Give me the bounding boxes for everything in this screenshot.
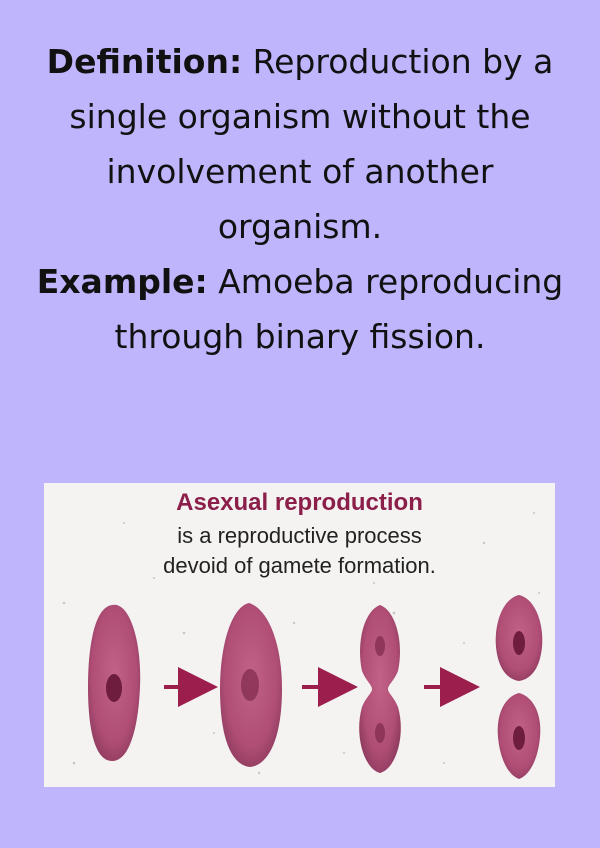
figure-title: Asexual reproduction — [176, 489, 423, 516]
nucleus-2 — [241, 669, 259, 701]
amoeba-cell-3-dividing — [359, 605, 401, 773]
definition-text: Reproduction by a single organism withou… — [69, 42, 554, 246]
binary-fission-illustration — [62, 512, 543, 779]
background-speckles — [62, 512, 540, 775]
figure-caption-line-1: is a reproductive process — [177, 523, 422, 548]
nucleus-3a — [375, 636, 385, 656]
nucleus-4a — [513, 631, 525, 655]
nucleus-3b — [375, 723, 385, 743]
figure-caption-line-2: devoid of gamete formation. — [163, 553, 436, 578]
example-text: Amoeba reproducing through binary fissio… — [114, 262, 564, 356]
example-label: Example: — [36, 262, 208, 301]
definition-label: Definition: — [46, 42, 243, 81]
nucleus-4b — [513, 726, 525, 750]
amoeba-cell-2 — [220, 603, 282, 767]
daughter-cells — [495, 595, 543, 779]
definition-paragraph: Definition: Reproduction by a single org… — [20, 34, 580, 254]
amoeba-cell-1 — [88, 604, 141, 761]
nucleus-1 — [106, 674, 122, 702]
example-paragraph: Example: Amoeba reproducing through bina… — [20, 254, 580, 364]
asexual-reproduction-figure: Asexual reproduction is a reproductive p… — [44, 483, 555, 787]
definition-section: Definition: Reproduction by a single org… — [20, 34, 580, 364]
